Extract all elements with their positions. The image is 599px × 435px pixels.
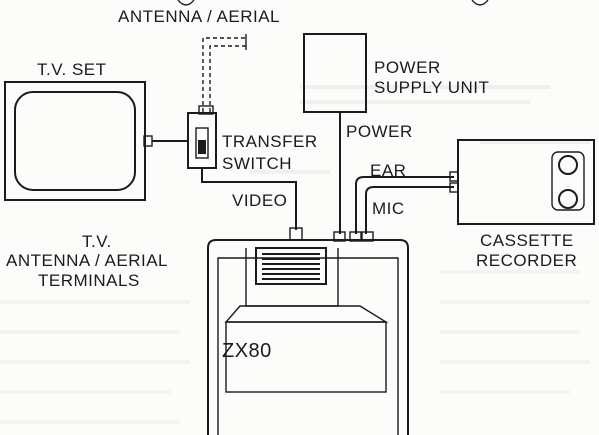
video-label: VIDEO — [232, 191, 287, 210]
background-bleed-text — [0, 85, 590, 424]
power-supply-unit — [303, 33, 367, 113]
punch-hole-left — [177, 0, 195, 6]
tv-set-label: T.V. SET — [37, 60, 107, 79]
ear-cable — [355, 176, 454, 234]
tv-terminals-label-3: TERMINALS — [38, 271, 140, 290]
switch-label: SWITCH — [222, 154, 292, 173]
tv-set — [4, 81, 153, 201]
transfer-label: TRANSFER — [222, 132, 318, 151]
power-supply-label-1: POWER — [374, 58, 441, 77]
zx80-computer — [207, 227, 409, 435]
mic-label: MIC — [372, 199, 405, 218]
tv-terminals-label-1: T.V. — [82, 232, 112, 251]
transfer-switch — [187, 105, 217, 169]
cassette-recorder — [457, 139, 595, 225]
power-supply-label-2: SUPPLY UNIT — [374, 78, 489, 97]
power-label: POWER — [346, 122, 413, 141]
video-cable — [201, 168, 297, 230]
antenna-lead-1 — [202, 37, 246, 112]
ear-label: EAR — [370, 161, 406, 180]
antenna-lead-2 — [209, 45, 246, 112]
recorder-label: RECORDER — [476, 251, 577, 270]
tv-terminals-label-2: ANTENNA / AERIAL — [6, 251, 168, 270]
cassette-label: CASSETTE — [480, 231, 574, 250]
mic-cable — [365, 186, 454, 234]
zx80-label: ZX80 — [222, 340, 272, 362]
antenna-aerial-label: ANTENNA / AERIAL — [118, 7, 280, 26]
punch-hole-right — [471, 0, 489, 6]
